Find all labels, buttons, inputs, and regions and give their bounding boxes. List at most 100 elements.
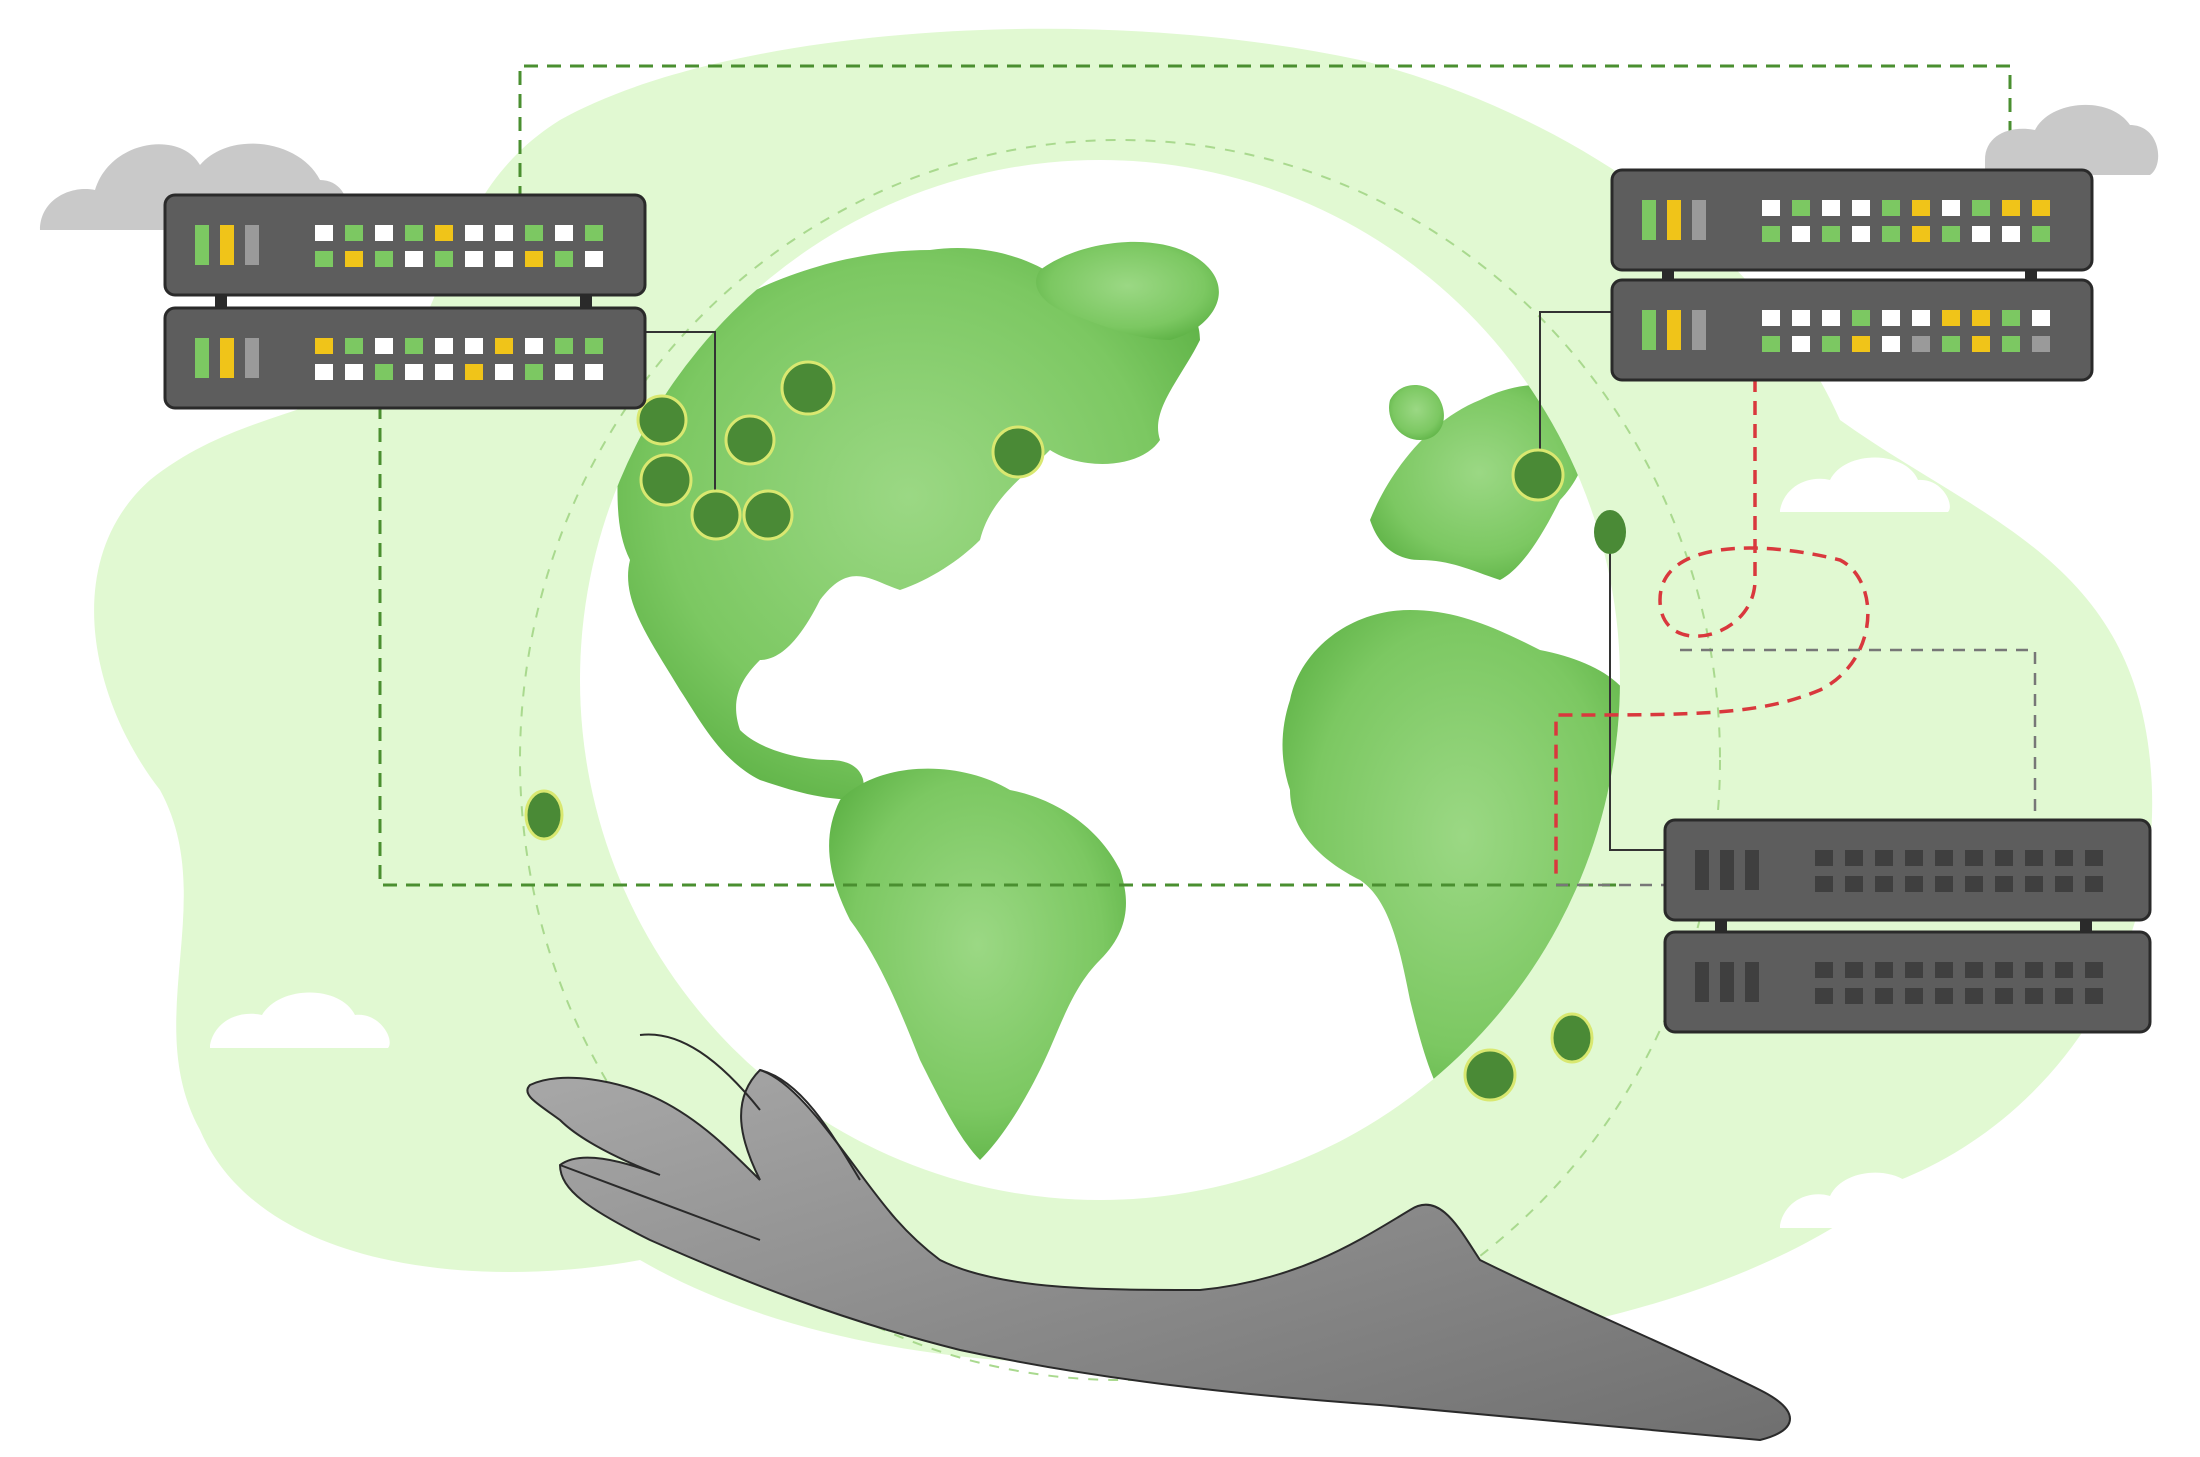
port-led [1972, 310, 1990, 326]
port-led [2085, 850, 2103, 866]
port-led [315, 225, 333, 241]
port-led [1852, 200, 1870, 216]
port-led [1845, 962, 1863, 978]
port-led [1852, 226, 1870, 242]
port-led [345, 364, 363, 380]
server-foot [1662, 270, 1674, 280]
location-dot-icon [636, 394, 688, 446]
server-body [163, 193, 647, 297]
port-led [435, 338, 453, 354]
server-body [1610, 278, 2094, 382]
port-led [525, 251, 543, 267]
red-link [1554, 378, 1870, 880]
port-grid [1762, 310, 2050, 352]
continent-south-america [829, 768, 1126, 1160]
location-dot-icon [991, 425, 1045, 479]
server-body [1663, 818, 2152, 922]
led-bar [245, 338, 259, 378]
port-led [1942, 200, 1960, 216]
location-dot-icon [780, 360, 836, 416]
led-bar [220, 225, 234, 265]
port-led [1815, 988, 1833, 1004]
connector-left [645, 331, 716, 502]
led-bar [195, 338, 209, 378]
port-led [2055, 988, 2073, 1004]
led-bar [1695, 850, 1709, 890]
cloud-icon [1985, 104, 2159, 175]
port-led [1792, 200, 1810, 216]
continent-greenland [1036, 241, 1219, 340]
port-led [2025, 962, 2043, 978]
port-led [495, 364, 513, 380]
port-led [1935, 988, 1953, 1004]
port-led [2055, 962, 2073, 978]
port-led [435, 225, 453, 241]
port-led [1815, 850, 1833, 866]
port-led [1905, 988, 1923, 1004]
port-led [1875, 962, 1893, 978]
port-led [2002, 310, 2020, 326]
port-led [1822, 310, 1840, 326]
port-led [435, 364, 453, 380]
location-dots [524, 360, 1626, 1102]
server-group-bottom-right [1663, 818, 2152, 1034]
port-led [1792, 336, 1810, 352]
port-led [2032, 336, 2050, 352]
port-led [1882, 226, 1900, 242]
port-led [585, 225, 603, 241]
port-led [345, 251, 363, 267]
location-dot-icon [639, 453, 693, 507]
port-led [1965, 962, 1983, 978]
server-rack-icon [1610, 278, 2094, 382]
gray-link-path [1680, 648, 2037, 820]
solid-connectors [645, 311, 1665, 851]
port-led [2025, 988, 2043, 1004]
server-body [1663, 930, 2152, 1034]
port-led [1882, 310, 1900, 326]
port-led [495, 225, 513, 241]
server-rack-icon [1610, 168, 2094, 272]
port-grid [315, 225, 603, 267]
server-foot [1715, 920, 1727, 932]
port-led [405, 338, 423, 354]
led-bar [1642, 310, 1656, 350]
server-foot [215, 295, 227, 308]
location-dot-icon [742, 489, 794, 541]
link-top [518, 64, 2012, 200]
port-led [555, 364, 573, 380]
port-grid [315, 338, 603, 380]
port-led [405, 251, 423, 267]
port-led [345, 225, 363, 241]
orbit-ring [519, 139, 1721, 1381]
server-group-top-right [1610, 168, 2094, 382]
port-led [1972, 200, 1990, 216]
red-link-path [1554, 378, 1870, 880]
port-led [1792, 226, 1810, 242]
port-led [2055, 876, 2073, 892]
port-led [315, 251, 333, 267]
port-led [465, 338, 483, 354]
port-led [1942, 226, 1960, 242]
cloud-icon [1780, 1172, 1950, 1228]
led-bar [1695, 962, 1709, 1002]
port-led [1905, 962, 1923, 978]
port-led [2085, 988, 2103, 1004]
server-foot [2025, 270, 2037, 280]
server-foot [2080, 920, 2092, 932]
port-led [2032, 226, 2050, 242]
cloud-icon [210, 992, 390, 1048]
port-led [1852, 310, 1870, 326]
port-led [1942, 310, 1960, 326]
port-led [1882, 336, 1900, 352]
port-led [1942, 336, 1960, 352]
port-led [1995, 850, 2013, 866]
port-led [345, 338, 363, 354]
port-led [2002, 200, 2020, 216]
port-led [405, 225, 423, 241]
port-led [375, 225, 393, 241]
led-bar [1720, 850, 1734, 890]
connector-right [1539, 311, 1615, 465]
port-led [1852, 336, 1870, 352]
